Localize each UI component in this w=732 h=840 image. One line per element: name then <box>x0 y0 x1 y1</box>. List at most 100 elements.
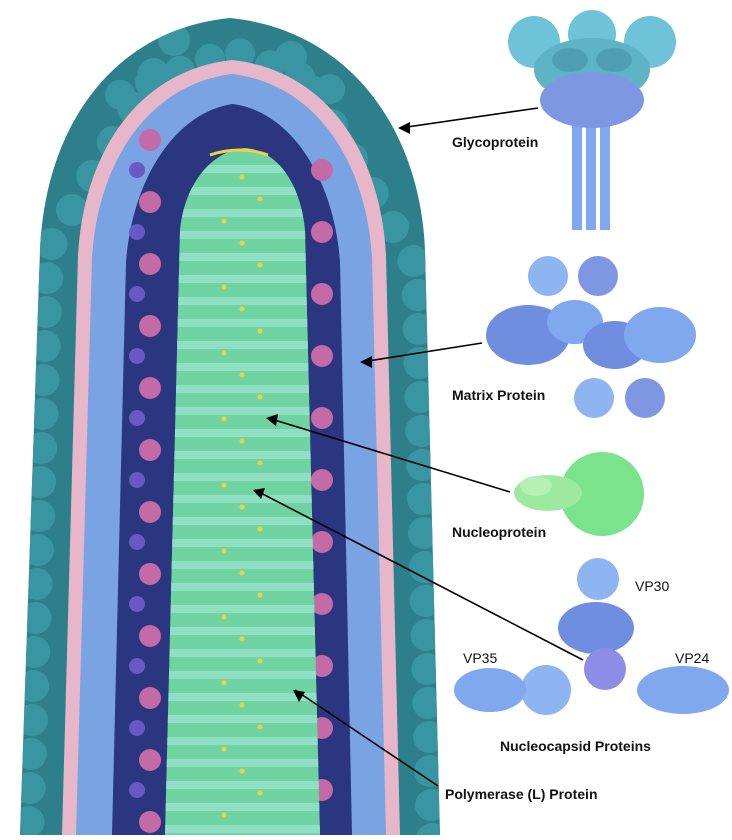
rna-dot <box>222 747 227 752</box>
spike <box>411 619 443 651</box>
polymerase-blob <box>139 253 161 275</box>
vp35-vp24-disc <box>584 648 626 690</box>
rna-dot <box>258 527 263 532</box>
rna-dot <box>240 637 245 642</box>
polymerase-blob <box>139 191 161 213</box>
nucleocapsid-band <box>150 605 340 613</box>
spike <box>18 636 50 668</box>
nucleocapsid-proteins-icons <box>454 558 729 715</box>
rna-dot <box>222 285 227 290</box>
spike <box>408 517 440 549</box>
spike <box>21 568 53 600</box>
spike <box>26 398 58 430</box>
vp35-blob <box>129 348 145 364</box>
nucleocapsid-band <box>150 495 340 503</box>
spike <box>24 466 56 498</box>
polymerase-blob <box>139 811 161 833</box>
vp35-blob <box>129 410 145 426</box>
polymerase-blob <box>311 469 333 491</box>
polymerase-blob <box>139 563 161 585</box>
polymerase-blob <box>139 749 161 771</box>
vp35-blob <box>129 472 145 488</box>
spike <box>412 687 444 719</box>
polymerase-blob <box>311 221 333 243</box>
label-vp35: VP35 <box>463 650 497 666</box>
label-nucleocapsid-proteins: Nucleocapsid Proteins <box>500 738 651 754</box>
nucleocapsid-band <box>150 539 340 547</box>
polymerase-blob <box>311 531 333 553</box>
vp35-protein <box>454 668 526 712</box>
rna-dot <box>240 703 245 708</box>
label-polymerase: Polymerase (L) Protein <box>445 786 598 802</box>
rna-dot <box>240 505 245 510</box>
spike <box>158 24 190 56</box>
spike <box>23 500 55 532</box>
rna-dot <box>222 549 227 554</box>
label-vp24: VP24 <box>675 650 709 666</box>
rna-dot <box>258 461 263 466</box>
polymerase-blob <box>139 315 161 337</box>
spike <box>405 415 437 447</box>
rna-dot <box>258 593 263 598</box>
leader-glycoprotein <box>400 108 538 128</box>
nucleocapsid-band <box>150 561 340 569</box>
spike <box>410 585 442 617</box>
vp35-blob <box>129 224 145 240</box>
spike <box>415 789 447 821</box>
nucleocapsid-band <box>150 649 340 657</box>
polymerase-blob <box>311 407 333 429</box>
vp35-disc <box>521 665 571 715</box>
label-vp30: VP30 <box>635 578 669 594</box>
nucleocapsid-band <box>150 803 340 811</box>
spike <box>31 262 63 294</box>
spike <box>404 381 436 413</box>
nucleocapsid-band <box>150 715 340 723</box>
rna-dot <box>258 725 263 730</box>
rna-dot <box>222 219 227 224</box>
rna-dot <box>240 439 245 444</box>
rna-dot <box>222 483 227 488</box>
nucleocapsid-band <box>150 825 340 833</box>
nucleocapsid-band <box>150 781 340 789</box>
vp35-blob <box>129 720 145 736</box>
spike <box>403 313 435 345</box>
polymerase-blob <box>139 439 161 461</box>
rna-dot <box>240 373 245 378</box>
rna-dot <box>258 659 263 664</box>
spike <box>36 228 68 260</box>
spike <box>414 755 446 787</box>
polymerase-blob <box>311 159 333 181</box>
spike <box>17 670 49 702</box>
polymerase-blob <box>311 283 333 305</box>
nucleocapsid-band <box>150 627 340 635</box>
rna-dot <box>222 681 227 686</box>
spike <box>30 296 62 328</box>
rna-dot <box>240 769 245 774</box>
rna-dot <box>222 813 227 818</box>
nucleocapsid-band <box>150 671 340 679</box>
glycoprotein-icon <box>508 10 676 230</box>
spike <box>411 653 443 685</box>
polymerase-blob <box>139 625 161 647</box>
vp35-blob <box>129 596 145 612</box>
rna-dot <box>222 417 227 422</box>
nucleocapsid-band <box>150 693 340 701</box>
rna-dot <box>258 395 263 400</box>
rna-dot <box>240 571 245 576</box>
spike <box>413 721 445 753</box>
vp30-disc <box>577 558 619 600</box>
rna-dot <box>258 791 263 796</box>
spike <box>407 483 439 515</box>
nucleocapsid-band <box>150 517 340 525</box>
rna-dot <box>258 329 263 334</box>
vp35-blob <box>129 782 145 798</box>
polymerase-blob <box>139 129 161 151</box>
spike <box>15 738 47 770</box>
spike <box>397 245 429 277</box>
label-glycoprotein: Glycoprotein <box>452 134 538 150</box>
nucleocapsid-band <box>150 759 340 767</box>
spike <box>14 772 46 804</box>
rna-dot <box>258 263 263 268</box>
rna-dot <box>240 241 245 246</box>
